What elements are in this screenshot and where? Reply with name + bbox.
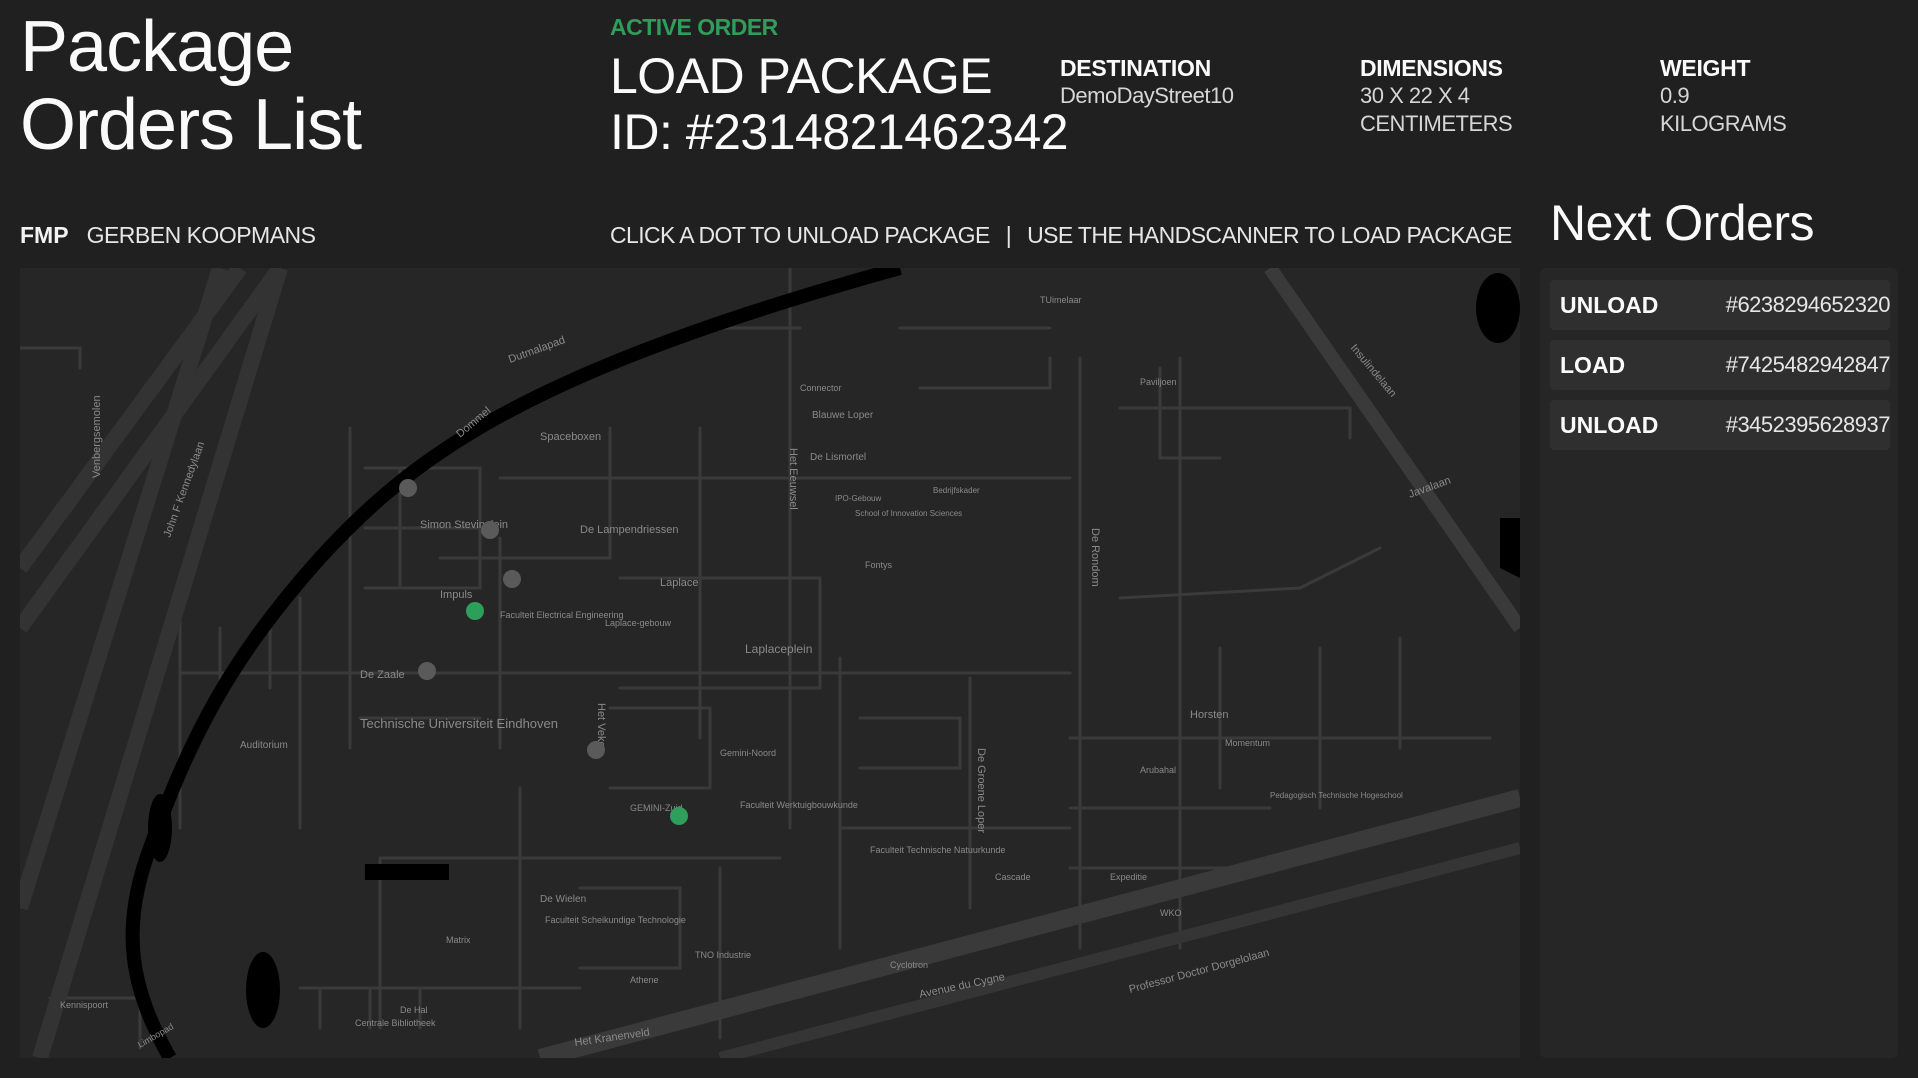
weight-info: WEIGHT 0.9 KILOGRAMS: [1660, 54, 1787, 138]
weight-value: 0.9: [1660, 83, 1690, 108]
map-label: Centrale Bibliotheek: [355, 1018, 436, 1028]
brand-code: FMP: [20, 222, 69, 248]
package-dot[interactable]: [466, 602, 484, 620]
map-label: Arubahal: [1140, 765, 1176, 775]
map-label: Connector: [800, 383, 842, 393]
map-label: TNO Industrie: [695, 950, 751, 960]
next-orders-panel: UNLOAD #6238294652320 LOAD #742548294284…: [1540, 268, 1898, 1058]
map-label: Laplace-gebouw: [605, 618, 672, 628]
map-label: Paviljoen: [1140, 377, 1177, 387]
next-order-item[interactable]: LOAD #7425482942847: [1550, 340, 1891, 390]
weight-label: WEIGHT: [1660, 55, 1751, 81]
map-label: Horsten: [1190, 709, 1229, 721]
weight-unit: KILOGRAMS: [1660, 111, 1787, 136]
map-label: Faculteit Scheikundige Technologie: [545, 915, 686, 925]
map-label: Expeditie: [1110, 872, 1147, 882]
map-label: De Wielen: [540, 894, 586, 905]
map-label: Pedagogisch Technische Hogeschool: [1270, 791, 1403, 800]
instruction-unload: CLICK A DOT TO UNLOAD PACKAGE: [610, 222, 990, 248]
map-label: Athene: [630, 975, 659, 985]
map-label: De Hal: [400, 1005, 428, 1015]
map-label: De Lampendriessen: [580, 524, 678, 536]
map-label: Faculteit Electrical Engineering: [500, 610, 624, 620]
order-type: UNLOAD: [1560, 411, 1659, 438]
package-dot[interactable]: [670, 807, 688, 825]
dimensions-unit: CENTIMETERS: [1360, 111, 1513, 136]
dimensions-info: DIMENSIONS 30 X 22 X 4 CENTIMETERS: [1360, 54, 1513, 138]
order-id: #3452395628937: [1725, 412, 1891, 437]
map-label: TUimelaar: [1040, 295, 1082, 305]
map-label: Venbergsemolen: [91, 395, 103, 478]
map-label: WKO: [1160, 908, 1182, 918]
package-dot[interactable]: [587, 741, 605, 759]
map-label: De Lismortel: [810, 452, 866, 463]
map-label: Gemini-Noord: [720, 748, 776, 758]
map-label: Spaceboxen: [540, 431, 601, 443]
order-id: #7425482942847: [1725, 352, 1891, 377]
map-label: Het Veken: [595, 703, 607, 754]
dimensions-value: 30 X 22 X 4: [1360, 83, 1470, 108]
map-label: Faculteit Werktuigbouwkunde: [740, 800, 858, 810]
package-dot[interactable]: [481, 521, 499, 539]
map-label: Cyclotron: [890, 960, 928, 970]
instruction-load: USE THE HANDSCANNER TO LOAD PACKAGE: [1027, 222, 1512, 248]
destination-value: DemoDayStreet10: [1060, 83, 1234, 108]
active-order-type: LOAD PACKAGE: [610, 48, 993, 104]
package-dot[interactable]: [418, 662, 436, 680]
map-label: Technische Universiteit Eindhoven: [360, 716, 558, 731]
map-label: De Zaale: [360, 669, 405, 681]
map-label: De Groene Loper: [975, 748, 987, 833]
map-label: De Rondom: [1089, 528, 1101, 587]
brand: FMP GERBEN KOOPMANS: [20, 222, 316, 249]
page-title-line2: Orders List: [20, 85, 362, 165]
page-title-line1: Package: [20, 7, 294, 87]
next-order-item[interactable]: UNLOAD #6238294652320: [1550, 280, 1891, 330]
campus-map[interactable]: Dommel Dutmalapad Spaceboxen John F Kenn…: [20, 268, 1520, 1058]
destination-info: DESTINATION DemoDayStreet10: [1060, 54, 1234, 110]
map-label: Impuls: [440, 589, 473, 601]
map-label: Blauwe Loper: [812, 410, 874, 421]
page-title: Package Orders List: [20, 7, 362, 165]
map-label: School of Innovation Sciences: [855, 509, 962, 518]
next-order-item[interactable]: UNLOAD #3452395628937: [1550, 400, 1891, 450]
map-label: Kennispoort: [60, 1000, 109, 1010]
map-label: Laplace: [660, 577, 699, 589]
map-label: Momentum: [1225, 738, 1270, 748]
destination-label: DESTINATION: [1060, 55, 1211, 81]
next-orders-title: Next Orders: [1550, 195, 1815, 251]
order-type: LOAD: [1560, 351, 1626, 378]
instructions: CLICK A DOT TO UNLOAD PACKAGE | USE THE HA…: [610, 222, 1512, 249]
map-label: Faculteit Technische Natuurkunde: [870, 845, 1005, 855]
active-order-id: ID: #2314821462342: [610, 104, 1069, 160]
map-label: GEMINI-Zuid: [630, 803, 683, 813]
map-label: Bedrijfskader: [933, 486, 980, 495]
instruction-separator: |: [1005, 222, 1012, 248]
order-type: UNLOAD: [1560, 291, 1659, 318]
map-label: Auditorium: [240, 740, 288, 751]
map-label: Cascade: [995, 872, 1031, 882]
map-label: Laplaceplein: [745, 642, 812, 656]
map-dots: [399, 479, 688, 825]
map-label: Dutmalapad: [507, 334, 567, 366]
active-order-label: ACTIVE ORDER: [610, 14, 778, 40]
order-id: #6238294652320: [1725, 292, 1891, 317]
map-label: Professor Doctor Dorgelolaan: [1128, 947, 1271, 996]
map-label: Matrix: [446, 935, 471, 945]
package-dot[interactable]: [399, 479, 417, 497]
map-label: Fontys: [865, 560, 893, 570]
brand-name: GERBEN KOOPMANS: [86, 222, 316, 248]
package-dot[interactable]: [503, 570, 521, 588]
map-label: IPO-Gebouw: [835, 494, 881, 503]
dimensions-label: DIMENSIONS: [1360, 55, 1503, 81]
map-label: Het Eeuwsel: [787, 448, 799, 510]
map-canvas: Dommel Dutmalapad Spaceboxen John F Kenn…: [20, 268, 1520, 1058]
